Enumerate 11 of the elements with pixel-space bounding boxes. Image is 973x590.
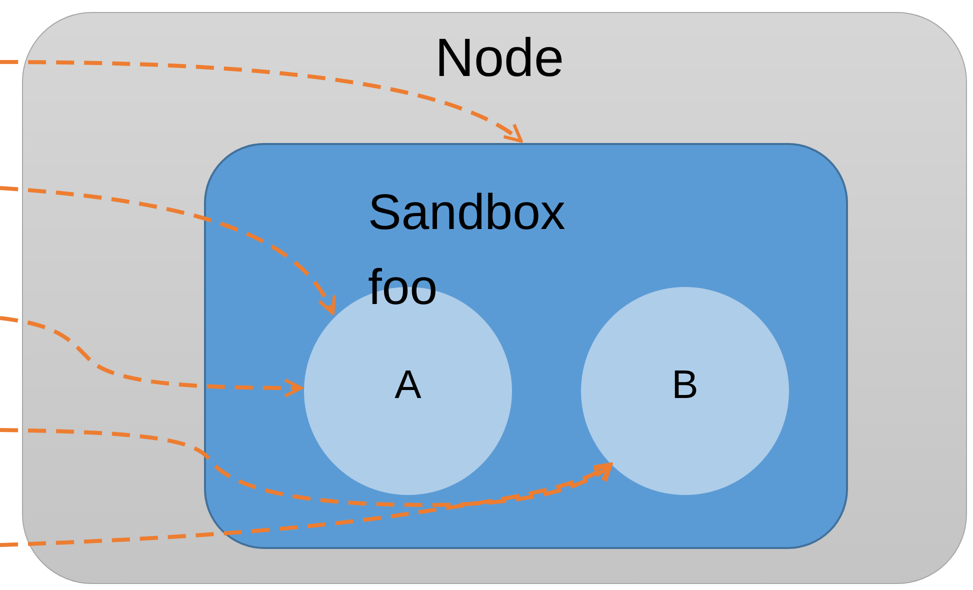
node-title: Node [435,27,564,89]
arrow [0,428,613,507]
arrow [0,60,523,143]
node-box [22,12,967,584]
arrow [0,186,335,315]
arrow [0,462,613,547]
sandbox-box [204,143,848,549]
node-label: A [394,363,422,408]
arrow [0,316,303,398]
sandbox-title: Sandbox foo [368,183,566,317]
node-label: B [670,363,700,408]
